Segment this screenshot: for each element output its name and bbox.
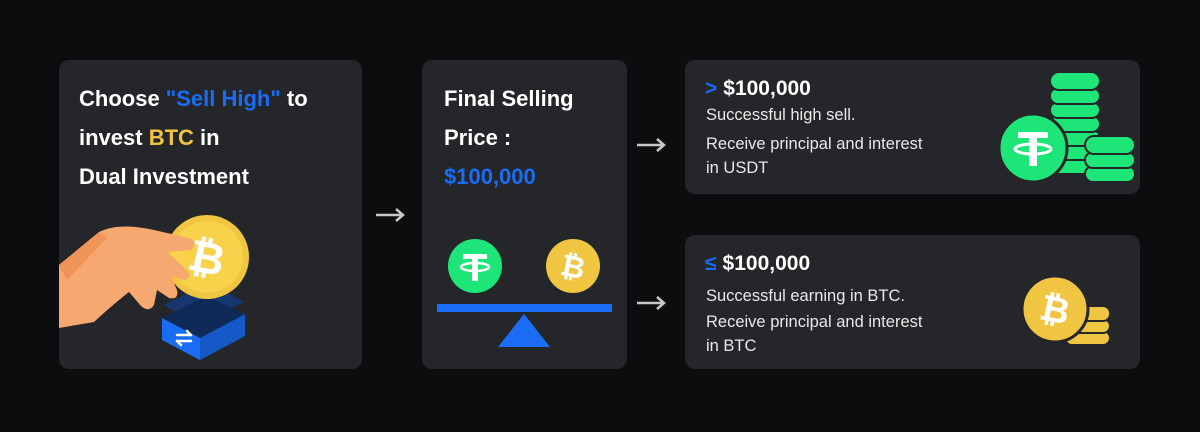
arrow-right-icon — [637, 138, 666, 152]
choose-line2-suffix: in — [193, 125, 220, 150]
outcome-low-line2: Receive principal and interest — [706, 313, 923, 331]
bitcoin-icon: ₿ — [1020, 274, 1090, 344]
outcome-high-card: >$100,000 Successful high sell. Receive … — [685, 60, 1140, 194]
outcome-low-price: $100,000 — [722, 252, 811, 275]
choose-heading: Choose "Sell High" to invest BTC in Dual… — [79, 79, 359, 196]
bitcoin-icon: ₿ — [546, 239, 600, 293]
sell-high-highlight: "Sell High" — [165, 86, 281, 111]
scale-illustration: ₿ — [437, 239, 612, 347]
step-choose-card: Choose "Sell High" to invest BTC in Dual… — [59, 60, 362, 369]
price-line2: Price : — [444, 125, 512, 150]
greater-than-symbol: > — [705, 77, 718, 100]
tether-icon — [997, 112, 1069, 184]
hand-icon — [59, 226, 195, 328]
scale-icon — [437, 304, 612, 347]
step-price-card: Final Selling Price : $100,000 ₿ — [422, 60, 627, 369]
outcome-high-line2: Receive principal and interest — [706, 135, 923, 153]
outcome-low-description: Successful earning in BTC. Receive princ… — [706, 287, 986, 358]
coin-stack-icon — [1049, 71, 1136, 183]
outcome-low-line3: in BTC — [706, 337, 757, 355]
usdt-coin-stack-illustration — [997, 71, 1136, 184]
choose-line1-suffix: to — [280, 86, 308, 111]
btc-highlight: BTC — [148, 125, 194, 150]
outcome-low-card: ≤$100,000 Successful earning in BTC. Rec… — [685, 235, 1140, 369]
outcome-high-line3: in USDT — [706, 159, 769, 177]
swap-icon — [175, 329, 193, 347]
price-value: $100,000 — [444, 164, 536, 189]
outcome-high-description: Successful high sell. Receive principal … — [706, 106, 986, 180]
bitcoin-coin-icon: ₿ — [165, 215, 249, 299]
hand-coin-illustration: ₿ — [59, 215, 249, 360]
arrow-right-icon — [637, 296, 666, 310]
outcome-high-price: $100,000 — [723, 77, 811, 100]
outcome-high-line1: Successful high sell. — [706, 106, 856, 124]
choose-line2-prefix: invest — [79, 125, 149, 150]
outcome-high-title: >$100,000 — [705, 76, 811, 102]
tether-icon — [448, 239, 502, 293]
btc-coin-stack-illustration: ₿ — [1020, 274, 1111, 346]
choose-line1-prefix: Choose — [79, 86, 166, 111]
less-equal-symbol: ≤ — [705, 252, 717, 275]
price-line1: Final Selling — [444, 86, 574, 111]
outcome-low-title: ≤$100,000 — [705, 251, 810, 277]
arrow-right-icon — [376, 208, 405, 222]
choose-line3: Dual Investment — [79, 164, 249, 189]
price-heading: Final Selling Price : $100,000 — [444, 79, 624, 196]
outcome-low-line1: Successful earning in BTC. — [706, 287, 906, 305]
